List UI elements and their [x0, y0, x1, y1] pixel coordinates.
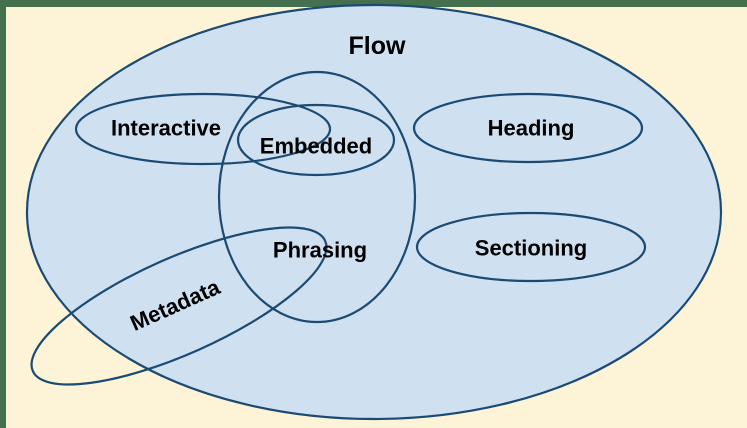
set-label-interactive: Interactive [111, 116, 221, 141]
set-ellipse-heading[interactable] [412, 92, 644, 164]
set-ellipse-phrasing[interactable] [217, 70, 417, 324]
filled-sets-layer [25, 3, 723, 421]
outline-sets-layer [13, 70, 647, 415]
set-label-phrasing: Phrasing [273, 238, 367, 263]
set-label-embedded: Embedded [260, 134, 372, 159]
set-label-flow: Flow [349, 32, 406, 60]
page-border-top [0, 0, 747, 7]
set-ellipse-embedded[interactable] [236, 103, 396, 177]
set-ellipse-interactive[interactable] [74, 92, 332, 166]
set-label-heading: Heading [488, 116, 575, 141]
page-border-left [0, 0, 6, 428]
set-ellipse-flow[interactable] [25, 3, 723, 421]
set-ellipse-sectioning[interactable] [415, 211, 647, 283]
set-ellipse-metadata[interactable] [13, 197, 344, 415]
set-label-sectioning: Sectioning [475, 236, 587, 261]
